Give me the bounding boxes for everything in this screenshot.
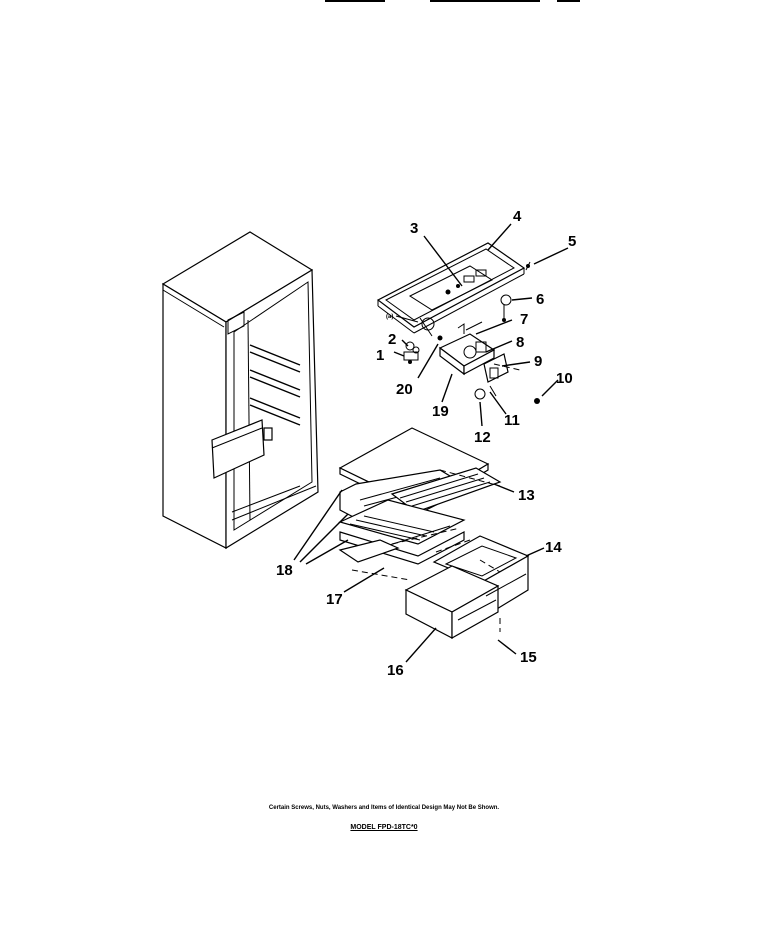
model-number: MODEL FPD-18TC*0 (350, 824, 418, 831)
callout-3: 3 (410, 220, 418, 237)
shelves (338, 427, 502, 581)
callout-10: 10 (556, 370, 573, 387)
crisper-drawers (404, 535, 530, 640)
fan-bracket (438, 333, 521, 383)
callout-4: 4 (513, 208, 522, 225)
callout-14: 14 (545, 539, 562, 556)
callout-20: 20 (396, 381, 413, 398)
leader-lines (293, 223, 569, 663)
callout-19: 19 (432, 403, 449, 420)
disclaimer-note: Certain Screws, Nuts, Washers and Items … (268, 805, 500, 811)
callout-17: 17 (326, 591, 343, 608)
callout-16: 16 (387, 662, 404, 679)
small-hardware (403, 261, 540, 404)
callout-7: 7 (520, 311, 528, 328)
callout-13: 13 (518, 487, 535, 504)
callout-6: 6 (536, 291, 544, 308)
callout-2: 2 (388, 331, 396, 348)
callout-1: 1 (376, 347, 384, 364)
callout-12: 12 (474, 429, 491, 446)
callout-11: 11 (504, 412, 520, 429)
callout-labels: 1 2 3 4 5 6 7 8 9 10 11 12 13 14 15 16 1… (276, 208, 576, 679)
callout-5: 5 (568, 233, 576, 250)
callout-sub-a: (a) (386, 314, 393, 320)
callout-18: 18 (276, 562, 293, 579)
callout-9: 9 (534, 353, 542, 370)
callout-8: 8 (516, 334, 524, 351)
refrigerator-cabinet (161, 231, 319, 550)
callout-15: 15 (520, 649, 537, 666)
